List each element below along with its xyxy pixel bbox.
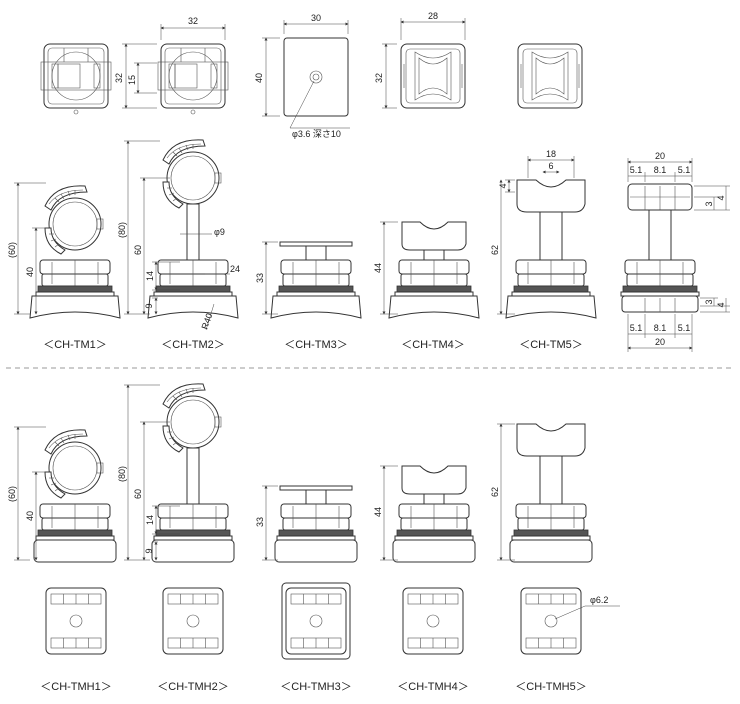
model-label-tm3: ＜CH-TM3＞ bbox=[284, 339, 348, 351]
dim-label: 32 bbox=[374, 73, 384, 83]
top-view-tm1 bbox=[40, 43, 112, 115]
dim-label: (60) bbox=[7, 242, 17, 258]
dim-label: 30 bbox=[311, 13, 321, 23]
dim-label: (60) bbox=[7, 486, 17, 502]
hole-note: φ3.6 深さ10 bbox=[292, 129, 341, 139]
dim-label: 5.1 bbox=[630, 165, 643, 175]
dim-label: 62 bbox=[490, 245, 500, 255]
dim-label: 32 bbox=[114, 73, 124, 83]
dim-label: 24 bbox=[230, 264, 240, 274]
dim-label: 3 bbox=[704, 201, 714, 206]
dim-label: (80) bbox=[117, 466, 127, 482]
side-view-tm1: (60) 40 bbox=[7, 182, 121, 319]
dim-label: 6 bbox=[548, 161, 553, 171]
dim-label: 60 bbox=[133, 489, 143, 499]
dim-label: 60 bbox=[133, 245, 143, 255]
side-view-tm3: 33 bbox=[255, 241, 362, 319]
model-label-tm5: ＜CH-TM5＞ bbox=[519, 339, 583, 351]
side-view-tm4: 44 bbox=[373, 221, 480, 319]
plan-view-tmh5: φ6.2 bbox=[520, 587, 620, 655]
top-view-tm2: 32 15 32 bbox=[114, 16, 229, 115]
dim-label: 40 bbox=[25, 267, 35, 277]
model-label-tmh3: ＜CH-TMH3＞ bbox=[280, 681, 352, 693]
model-label-tm2: ＜CH-TM2＞ bbox=[161, 339, 225, 351]
dim-label: 4 bbox=[716, 195, 726, 200]
dim-label: 44 bbox=[373, 507, 383, 517]
plan-view-tmh3 bbox=[281, 582, 351, 660]
side-view-tmh5: 62 bbox=[490, 423, 593, 563]
plan-view-tmh2 bbox=[162, 587, 224, 655]
dim-label: R40 bbox=[199, 312, 214, 331]
dim-label: 5.1 bbox=[678, 323, 691, 333]
side-view-tmh2: (80) 60 14 9 bbox=[117, 383, 235, 563]
top-view-tm4: 28 32 bbox=[374, 11, 466, 109]
side-view-tmh4: 44 bbox=[373, 465, 476, 563]
dim-label: 4 bbox=[716, 302, 726, 307]
side-view-right: 20 5.1 8.1 5.1 3 4 3 4 5.1 8.1 5.1 20 bbox=[620, 151, 730, 352]
model-label-tmh4: ＜CH-TMH4＞ bbox=[397, 681, 469, 693]
model-label-tm1: ＜CH-TM1＞ bbox=[43, 339, 107, 351]
plan-view-tmh4 bbox=[402, 587, 464, 655]
dim-label: 14 bbox=[145, 271, 155, 281]
dim-label: 5.1 bbox=[630, 323, 643, 333]
dim-label: 8.1 bbox=[654, 323, 667, 333]
model-label-tm4: ＜CH-TM4＞ bbox=[401, 339, 465, 351]
model-label-tmh1: ＜CH-TMH1＞ bbox=[40, 681, 112, 693]
dim-label: 40 bbox=[254, 73, 264, 83]
dim-label: 15 bbox=[127, 75, 137, 85]
dim-label: 18 bbox=[546, 149, 556, 159]
top-view-tm5 bbox=[517, 43, 583, 109]
dim-label: 4 bbox=[498, 183, 508, 188]
dim-label: 62 bbox=[490, 487, 500, 497]
model-label-tmh5: ＜CH-TMH5＞ bbox=[515, 681, 587, 693]
dim-label: 33 bbox=[255, 273, 265, 283]
hole-note: φ6.2 bbox=[590, 595, 608, 605]
dim-label: 14 bbox=[145, 515, 155, 525]
dim-label: 5.1 bbox=[678, 165, 691, 175]
side-view-tm2: (80) 60 φ9 14 24 9 R40 bbox=[117, 139, 240, 331]
model-label-tmh2: ＜CH-TMH2＞ bbox=[157, 681, 229, 693]
dim-label: (80) bbox=[117, 222, 127, 238]
top-view-tm3: 30 40 φ3.6 深さ10 bbox=[254, 13, 350, 139]
dim-label: 9 bbox=[144, 548, 154, 553]
dim-label: 20 bbox=[655, 151, 665, 161]
dim-label: 3 bbox=[704, 299, 714, 304]
dim-label: 9 bbox=[144, 303, 154, 308]
dim-label: 33 bbox=[255, 517, 265, 527]
dim-label: 8.1 bbox=[654, 165, 667, 175]
side-view-tmh3: 33 bbox=[255, 485, 358, 563]
dim-label: 20 bbox=[655, 337, 665, 347]
side-view-tm5: 18 6 4 62 bbox=[490, 149, 597, 319]
dim-label: 28 bbox=[428, 11, 438, 21]
dim-label: 32 bbox=[188, 16, 198, 26]
side-view-tmh1: (60) 40 bbox=[7, 426, 117, 563]
plan-view-tmh1 bbox=[45, 587, 107, 655]
dim-label: φ9 bbox=[214, 227, 225, 237]
dim-label: 44 bbox=[373, 263, 383, 273]
dim-label: 40 bbox=[25, 511, 35, 521]
